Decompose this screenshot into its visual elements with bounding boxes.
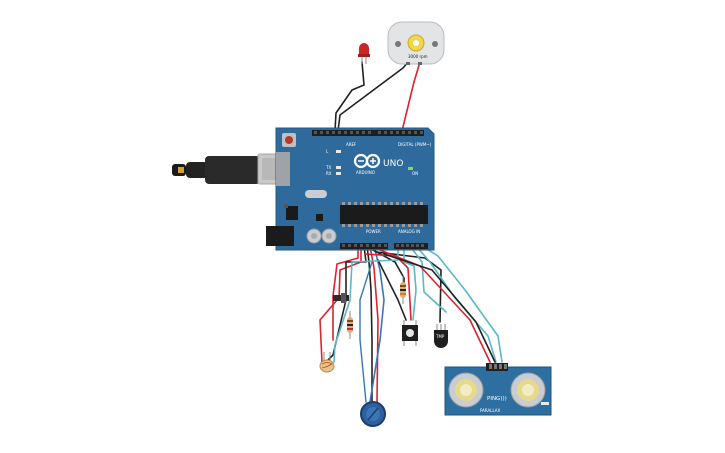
- wire-teal-a1: [403, 245, 417, 321]
- wire-motor-red: [401, 61, 421, 132]
- wire-blue-long: [359, 261, 373, 403]
- wire-5v-red-2: [338, 245, 362, 301]
- wire-black-pushbtn: [377, 259, 407, 321]
- wire-black-ultrasonic: [383, 253, 496, 363]
- led[interactable]: [358, 43, 370, 64]
- ultrasonic-sensor: PING))) PARALLAX: [444, 363, 552, 416]
- brand-label: ARDUINO: [356, 170, 375, 175]
- usb-cable: [172, 153, 287, 185]
- wire-5v-red-left: [332, 245, 359, 341]
- usb-jack: [276, 152, 290, 186]
- wire-gnd-black-2: [366, 245, 373, 403]
- ultrasonic-sub-label: PARALLAX: [480, 408, 501, 413]
- resistor-2: [400, 276, 406, 304]
- digital-label: DIGITAL (PWM~): [398, 142, 432, 147]
- dc-motor[interactable]: 3000 rpm: [387, 21, 445, 65]
- transducer-right: [510, 372, 546, 408]
- wire-teal-ultrasonic-2: [421, 245, 503, 363]
- wire-teal-a2: [409, 245, 447, 313]
- temperature-sensor: TMP: [434, 324, 448, 348]
- rx-label: RX: [326, 171, 332, 176]
- aref-label: AREF: [346, 142, 357, 147]
- wire-motor-black: [337, 61, 409, 132]
- motor-label: 3000 rpm: [408, 54, 428, 59]
- wire-teal-a0: [333, 245, 399, 363]
- transducer-left: [448, 372, 484, 408]
- wire-red-ultrasonic: [379, 249, 491, 363]
- power-header: [340, 243, 388, 249]
- resistor-1: [347, 311, 353, 339]
- wire-red-ldr: [319, 299, 338, 363]
- analog-label: ANALOG IN: [398, 229, 420, 234]
- pushbutton[interactable]: [402, 320, 418, 346]
- wire-gnd-black-1: [325, 245, 367, 363]
- dc-jack: [266, 226, 294, 246]
- arduino-board: DIGITAL (PWM~) AREF L TX RX ON UNO ARDUI…: [266, 127, 435, 251]
- crystal: [305, 190, 327, 198]
- potentiometer[interactable]: [360, 401, 386, 427]
- voltage-regulator: [286, 206, 298, 220]
- wire-red-pot: [369, 245, 379, 403]
- wire-red-pushbtn: [364, 253, 412, 321]
- wire-led-black: [334, 61, 365, 132]
- slide-switch[interactable]: [333, 293, 349, 303]
- tmp-label: TMP: [435, 334, 445, 339]
- tx-label: TX: [325, 165, 331, 170]
- microcontroller-chip: [340, 205, 428, 224]
- model-label: UNO: [383, 159, 403, 169]
- wires: [319, 61, 503, 403]
- wire-black-gnd-bus: [375, 251, 442, 323]
- wire-blue-pot: [369, 245, 385, 403]
- arduino-logo-icon: [353, 153, 381, 169]
- photoresistor: [319, 352, 335, 373]
- ultrasonic-label: PING))): [487, 396, 507, 402]
- l-label: L: [326, 149, 329, 154]
- power-label: POWER: [366, 229, 381, 234]
- on-label: ON: [412, 171, 418, 176]
